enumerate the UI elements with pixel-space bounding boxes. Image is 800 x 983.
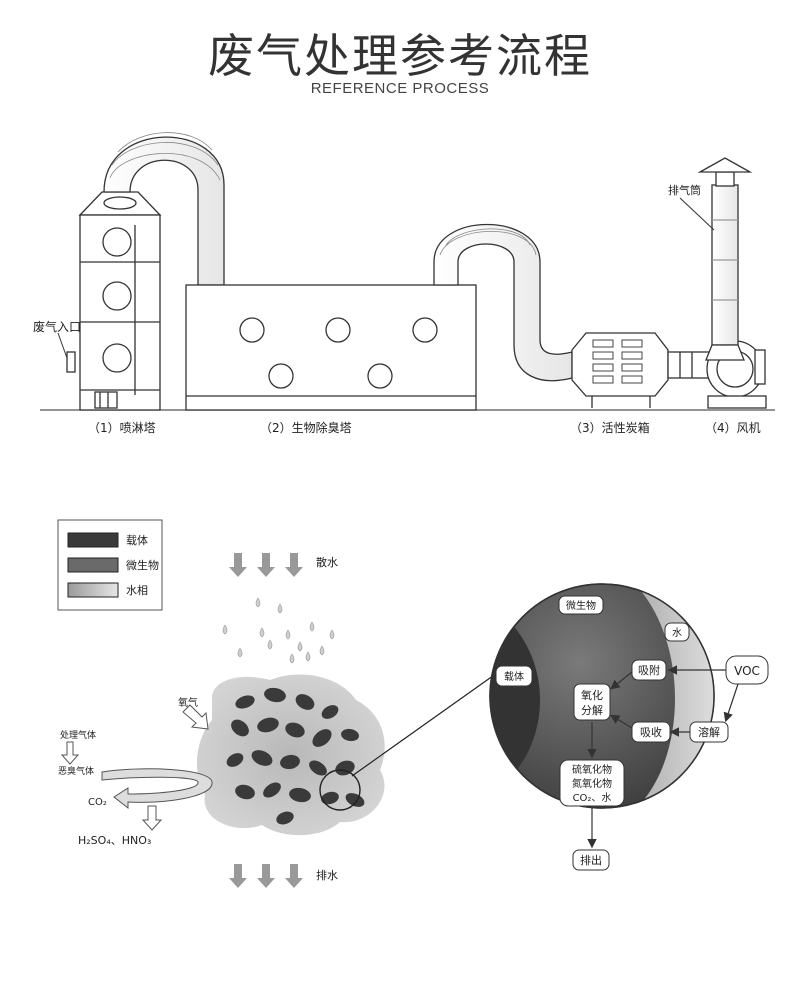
products-label-1: 硫氧化物 (572, 763, 612, 776)
absorb-label: 吸收 (640, 725, 662, 739)
carbon-box (571, 332, 669, 408)
page-subtitle: REFERENCE PROCESS (310, 80, 490, 97)
spray-label: 散水 (316, 555, 338, 569)
oxygen-label: 氧气 (178, 696, 198, 709)
water-label: 水 (672, 627, 682, 639)
chimney-label: 排气筒 (668, 183, 701, 197)
oxidize-label-1: 氧化 (581, 688, 603, 702)
bio-tower (185, 284, 477, 411)
legend-label-water: 水相 (126, 584, 148, 597)
page-title: 废气处理参考流程 (208, 29, 592, 83)
legend-label-microbe: 微生物 (126, 558, 159, 572)
drain-arrows (229, 864, 303, 888)
legend-label-carrier: 载体 (126, 533, 148, 547)
discharge-label: 排出 (580, 853, 602, 867)
stage-label-bio-tower: （2）生物除臭塔 (260, 420, 352, 435)
spray-tower (66, 191, 162, 411)
stage-label-carbon-box: （3）活性炭箱 (570, 420, 650, 435)
zoom-connector-upper (351, 672, 498, 777)
microbe-label: 微生物 (566, 599, 596, 612)
process-equipment (40, 132, 775, 411)
inlet-label: 废气入口 (33, 319, 81, 334)
legend: 载体 微生物 水相 (57, 519, 163, 611)
co2-label: CO₂ (88, 797, 107, 808)
dissolve-label: 溶解 (698, 725, 720, 739)
water-droplets (222, 597, 335, 664)
acids-label: H₂SO₄、HNO₃ (78, 834, 151, 847)
fan (667, 157, 767, 409)
stage-label-spray-tower: （1）喷淋塔 (88, 421, 156, 435)
treated-gas-label: 处理气体 (60, 729, 96, 741)
stage-label-fan: （4）风机 (705, 421, 761, 435)
acids-arrow (141, 805, 163, 831)
duct-1 (103, 132, 225, 286)
spray-arrows (229, 553, 303, 577)
bio-media (196, 674, 385, 836)
oxidize-label-2: 分解 (581, 703, 603, 717)
products-label-3: CO₂、水 (573, 792, 612, 804)
legend-swatch-water (67, 582, 119, 598)
gas-flow-arrow (101, 768, 213, 810)
adsorb-label: 吸附 (638, 663, 660, 677)
products-label-2: 氮氧化物 (572, 777, 612, 790)
reaction-arrows (587, 665, 739, 849)
odor-gas-label: 恶臭气体 (58, 765, 94, 777)
carrier-label: 载体 (504, 671, 524, 683)
legend-swatch-microbe (67, 557, 119, 573)
voc-label: VOC (734, 664, 760, 678)
magnify-circle (319, 769, 361, 811)
oxygen-arrow (182, 704, 209, 730)
drain-label: 排水 (316, 868, 338, 882)
legend-swatch-carrier (67, 532, 119, 548)
treated-gas-arrow (60, 741, 80, 765)
